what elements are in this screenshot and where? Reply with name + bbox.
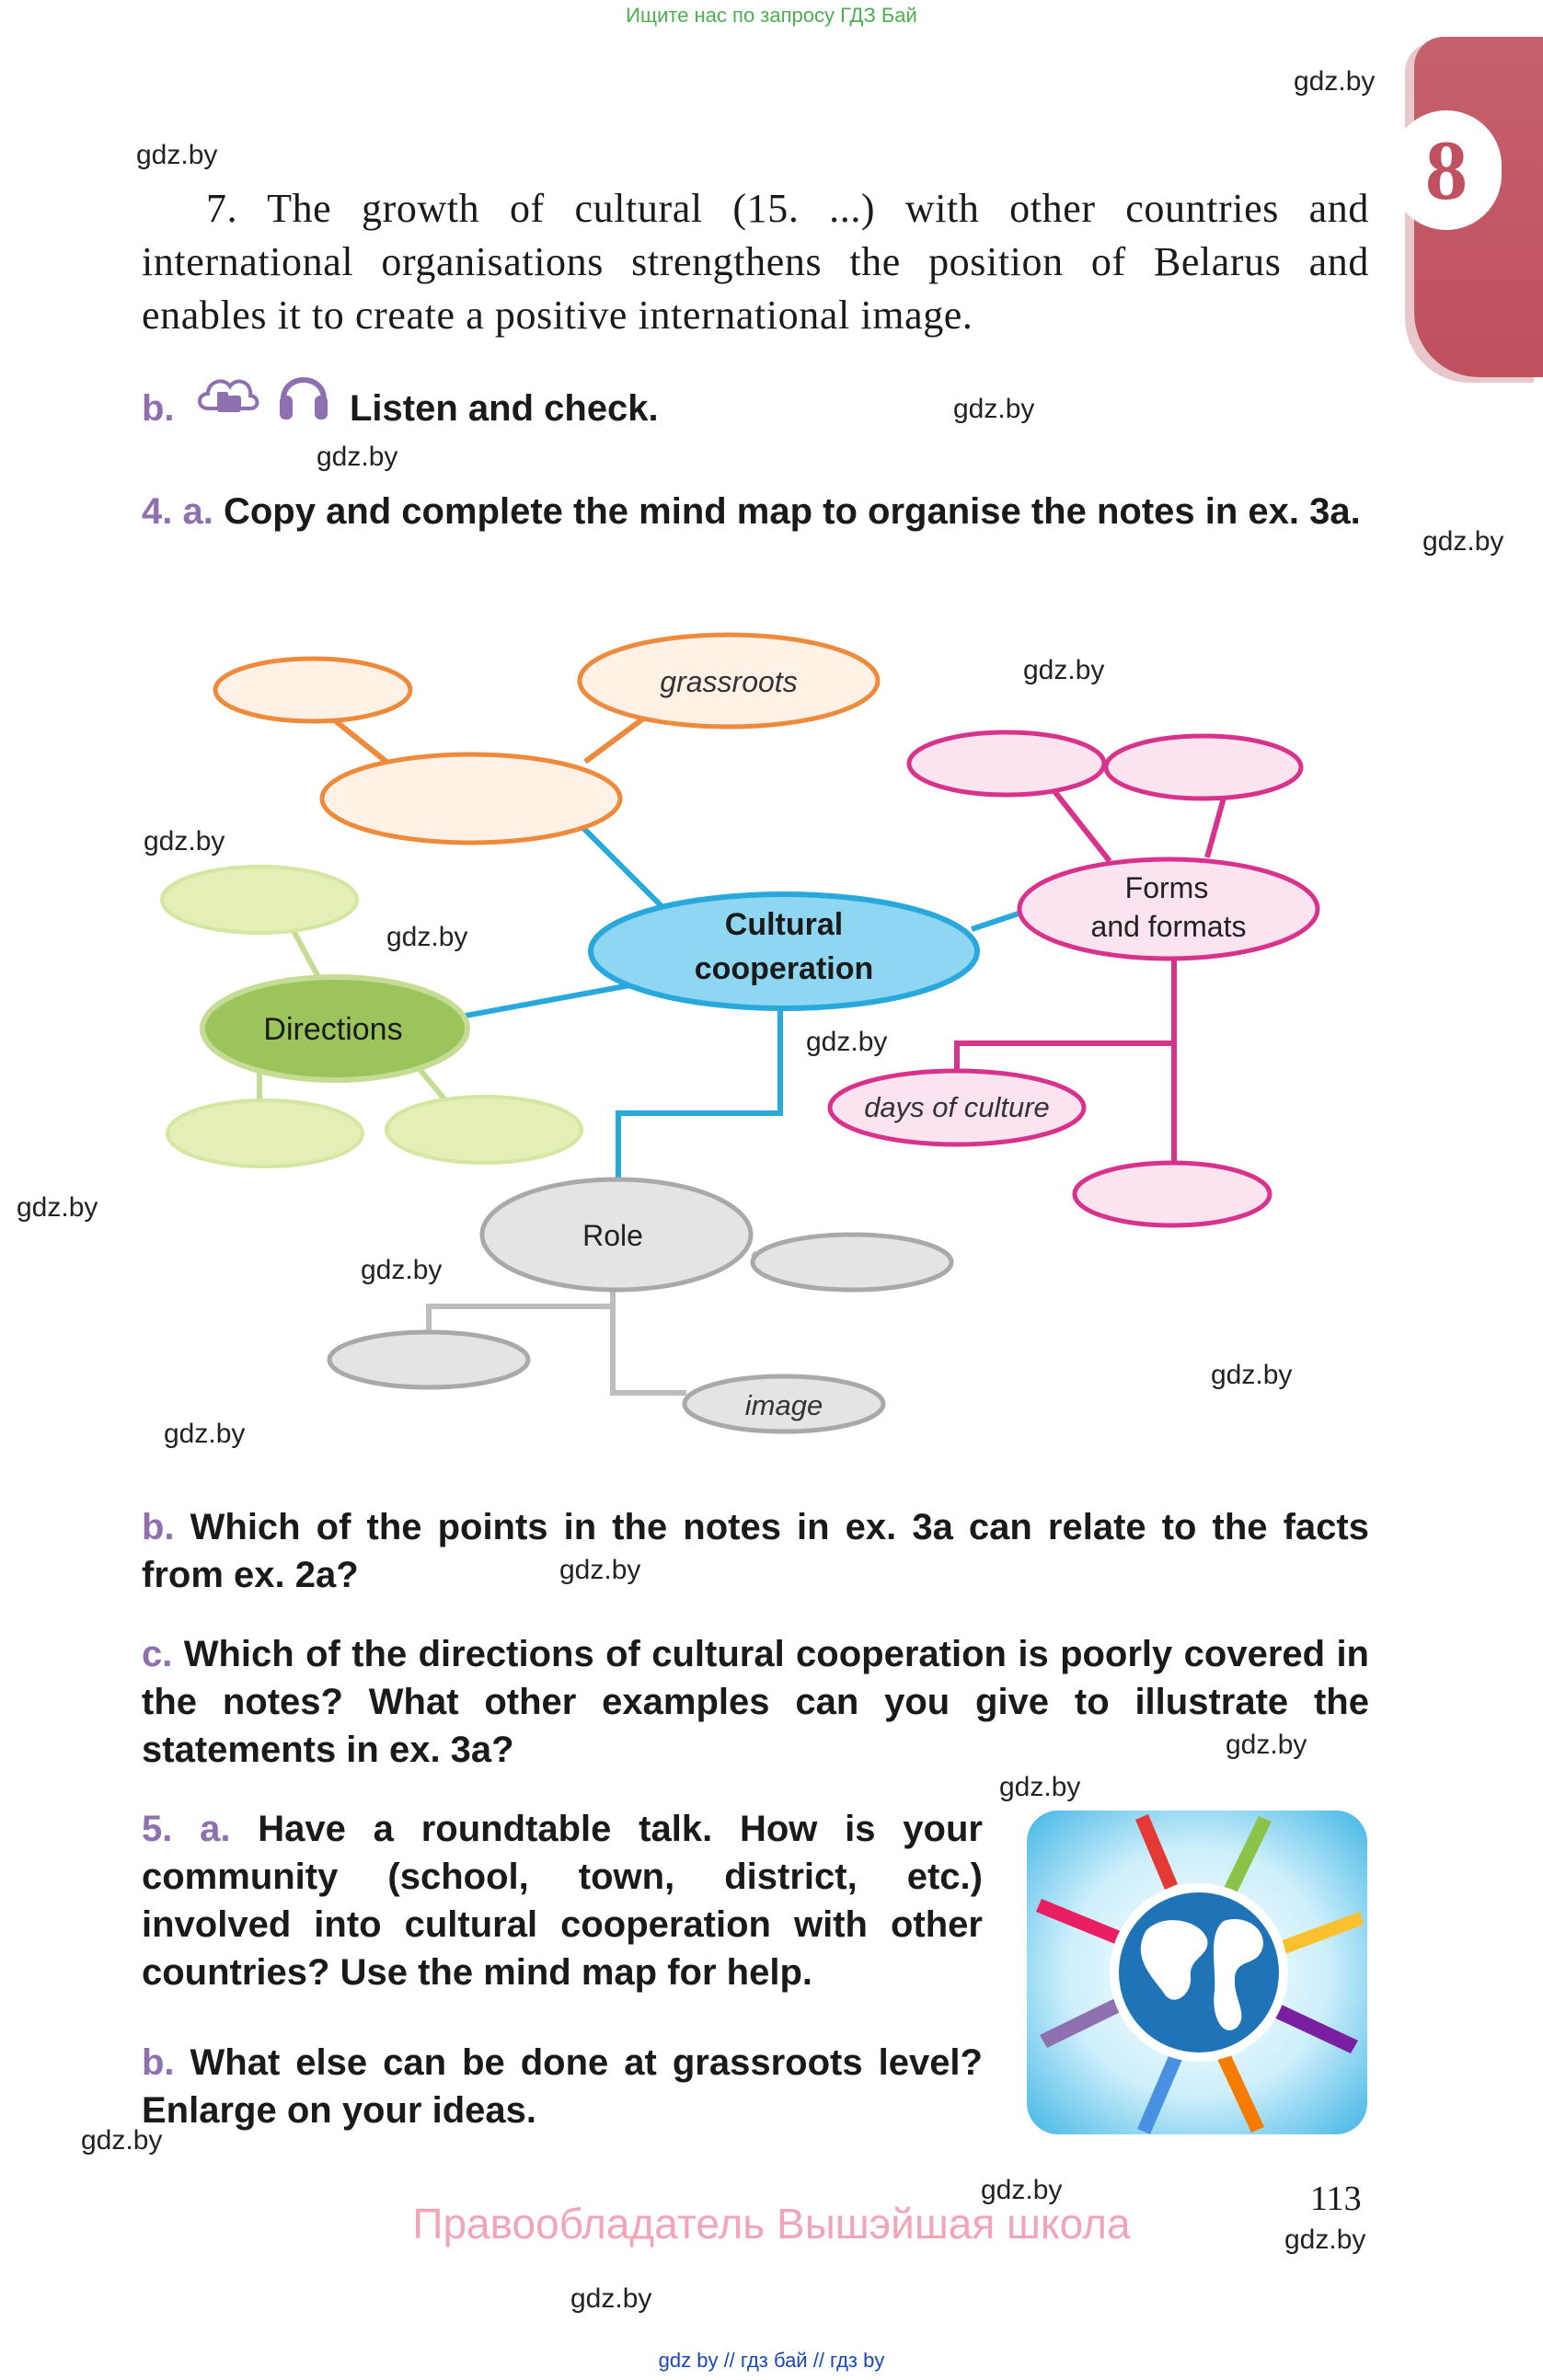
gray-empty-node (750, 1232, 954, 1293)
task-4a-label: 4. a. (142, 491, 213, 532)
green-empty-node (385, 1095, 583, 1165)
forms-and-formats-node (1017, 857, 1320, 961)
copyright-text: Правообладатель Вышэйшая школа (412, 2200, 1131, 2248)
watermark: gdz.by (144, 826, 225, 857)
task-4a: 4. a. Copy and complete the mind map to … (142, 488, 1369, 535)
task-4b: b. Which of the points in the notes in e… (142, 1503, 1369, 1599)
top-banner[interactable]: Ищите нас по запросу ГДЗ Бай (626, 4, 917, 27)
watermark: gdz.by (953, 394, 1035, 424)
task-5b-label: b. (142, 2042, 175, 2083)
task-4a-text: Copy and complete the mind map to organi… (223, 491, 1361, 532)
image-label: image (745, 1389, 823, 1421)
task-b-label: b. (142, 388, 175, 429)
watermark: gdz.by (1284, 2225, 1366, 2255)
task-4c: c. Which of the directions of cultural c… (142, 1630, 1369, 1774)
footer-links[interactable]: gdz by // гдз бай // гдз by (658, 2349, 885, 2372)
watermark: gdz.by (164, 1419, 246, 1449)
watermark: gdz.by (17, 1192, 98, 1223)
watermark: gdz.by (1023, 655, 1105, 685)
item-7-paragraph: 7. The growth of cultural (15. ...) with… (142, 186, 1369, 338)
forms-label-line2: and formats (1091, 910, 1247, 943)
watermark: gdz.by (559, 1555, 641, 1585)
listen-and-check: Listen and check. (350, 388, 659, 429)
orange-empty-node (213, 656, 413, 724)
chapter-number: 8 (1391, 110, 1502, 230)
watermark: gdz.by (136, 140, 218, 170)
forms-label-line1: Forms (1125, 871, 1209, 904)
watermark: gdz.by (386, 922, 468, 952)
center-label-line1: Cultural (725, 907, 843, 942)
cultural-cooperation-node (588, 891, 980, 1011)
task-5b-text: What else can be done at grassroots leve… (142, 2042, 983, 2131)
task-4b-text: Which of the points in the notes in ex. … (142, 1507, 1369, 1595)
task-4c-text: Which of the directions of cultural coop… (142, 1634, 1369, 1770)
orange-main-node (319, 752, 623, 845)
magenta-empty-node (1103, 733, 1304, 801)
watermark: gdz.by (1294, 66, 1376, 97)
grassroots-node (577, 632, 881, 730)
globe-hands-picture (1027, 1811, 1367, 2134)
watermark: gdz.by (999, 1772, 1081, 1802)
task-4b-label: b. (142, 1507, 175, 1547)
magenta-empty-node (906, 730, 1107, 798)
task-5a: 5. a. Have a roundtable talk. How is you… (142, 1805, 983, 1996)
directions-label: Directions (263, 1012, 402, 1047)
green-empty-node (160, 865, 359, 935)
mind-map: grassroots Cultural cooperation Forms an… (129, 626, 1325, 1454)
watermark: gdz.by (570, 2283, 652, 2314)
magenta-empty-node (1072, 1160, 1272, 1228)
directions-node (200, 974, 470, 1083)
grassroots-label: grassroots (660, 665, 797, 698)
center-label-line2: cooperation (695, 951, 874, 986)
task-5a-text: Have a roundtable talk. How is your comm… (142, 1809, 983, 1993)
watermark: gdz.by (317, 442, 398, 472)
days-of-culture-label: days of culture (864, 1091, 1050, 1123)
watermark: gdz.by (1422, 526, 1504, 557)
page-number: 113 (1310, 2179, 1362, 2218)
watermark: gdz.by (1211, 1360, 1293, 1390)
task-4c-label: c. (142, 1634, 173, 1674)
image-node (682, 1374, 886, 1434)
watermark: gdz.by (81, 2125, 163, 2156)
cloud-folder-icon[interactable] (193, 368, 261, 427)
green-empty-node (166, 1098, 364, 1168)
watermark: gdz.by (1226, 1730, 1307, 1760)
task-5b: b. What else can be done at grassroots l… (142, 2039, 983, 2134)
days-of-culture-node (827, 1068, 1087, 1147)
watermark: gdz.by (981, 2175, 1063, 2205)
gray-empty-node (327, 1329, 531, 1390)
globe-icon (1110, 1883, 1288, 2062)
hands-ring (1036, 1814, 1364, 2134)
role-node (479, 1177, 754, 1293)
role-label: Role (582, 1219, 643, 1252)
watermark: gdz.by (806, 1027, 888, 1057)
task-5a-label: 5. a. (142, 1809, 231, 1849)
watermark: gdz.by (361, 1255, 443, 1285)
headphones-icon[interactable] (276, 364, 331, 425)
